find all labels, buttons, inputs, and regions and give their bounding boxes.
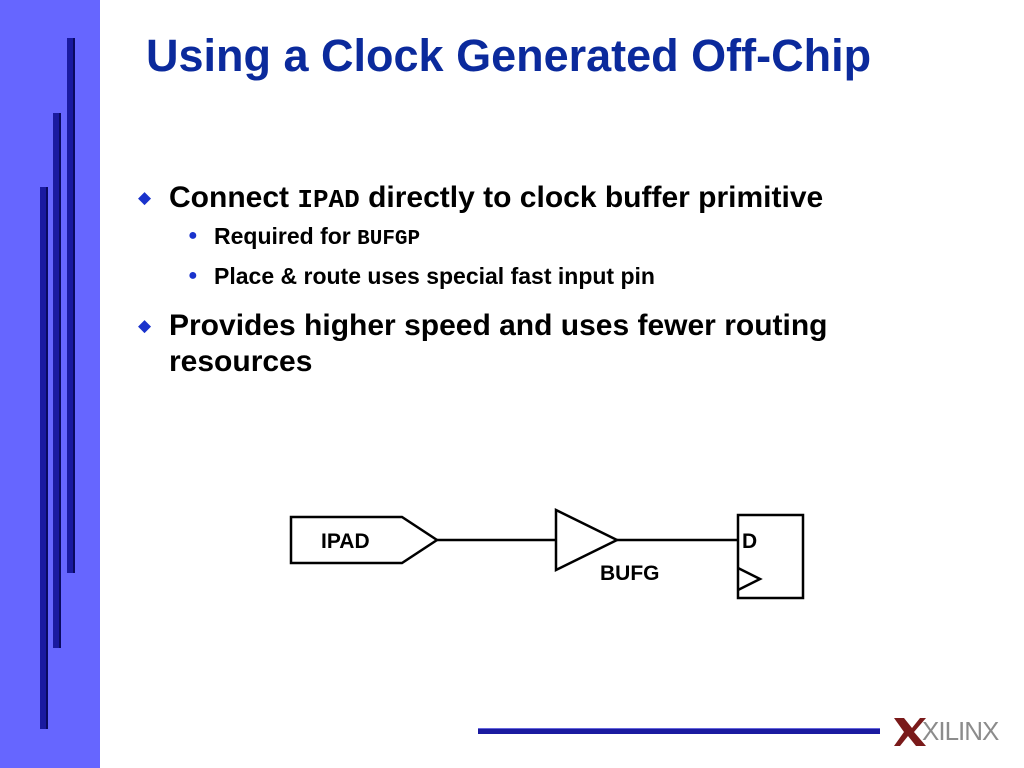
bufg-label: BUFG [600, 562, 660, 585]
bullet-text: Provides higher speed and uses fewer rou… [169, 309, 828, 378]
subbullet-required-for: ● Required for BUFGP [138, 218, 938, 258]
xilinx-logo-text: XILINX [922, 716, 999, 746]
bullet-text-pre: Connect [169, 181, 298, 214]
ipad-pad-shape [289, 515, 440, 565]
diamond-bullet-icon: ◆ [138, 188, 152, 207]
subbullet-text-pre: Required for [214, 223, 358, 249]
flipflop-d-label: D [742, 530, 757, 553]
sidebar-bar-2 [53, 113, 61, 648]
xilinx-logo-icon [894, 718, 926, 746]
subbullet-text: Place & route uses special fast input pi… [214, 263, 655, 289]
subbullet-place-route: ● Place & route uses special fast input … [138, 258, 938, 294]
bufg-buffer-icon [554, 507, 620, 573]
dot-bullet-icon: ● [188, 267, 198, 284]
dot-bullet-icon: ● [188, 227, 198, 244]
sidebar-bar-1 [67, 38, 75, 573]
sidebar-bar-3 [40, 187, 48, 729]
bullet-higher-speed: ◆ Provides higher speed and uses fewer r… [138, 308, 938, 380]
bullet-text-post: directly to clock buffer primitive [359, 181, 824, 214]
left-sidebar [0, 0, 100, 768]
bullet-list: ◆ Connect IPAD directly to clock buffer … [138, 180, 938, 380]
footer-rule [478, 728, 880, 734]
clock-input-triangle-icon [737, 566, 763, 592]
slide-title: Using a Clock Generated Off-Chip [146, 30, 872, 81]
bullet-connect-ipad: ◆ Connect IPAD directly to clock buffer … [138, 180, 938, 218]
bullet-code-ipad: IPAD [297, 185, 360, 215]
ipad-label: IPAD [321, 530, 370, 553]
subbullet-code-bufgp: BUFGP [357, 228, 421, 251]
diamond-bullet-icon: ◆ [138, 316, 152, 335]
